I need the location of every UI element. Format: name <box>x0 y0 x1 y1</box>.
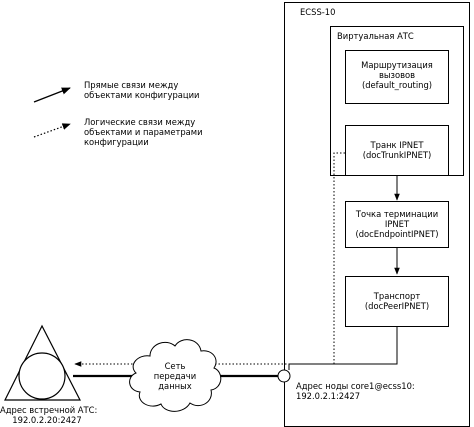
remote-address-line1: Адрес встречной АТС: <box>0 405 98 415</box>
ecss-title: ECSS-10 <box>300 7 336 17</box>
legend-direct-line1: Прямые связи между <box>84 80 179 90</box>
remote-address-line2: 192.0.2.20:2427 <box>12 415 82 425</box>
logical-link-trunk-to-remote <box>74 152 345 367</box>
transport-line1: Транспорт <box>373 291 421 301</box>
legend-logical-line3: конфигурации <box>84 137 149 147</box>
trunk-line2: (docTrunkIPNET) <box>362 150 432 160</box>
legend-logical-label: Логические связи между объектами и парам… <box>84 117 203 147</box>
network-line3: данных <box>158 381 192 391</box>
trunk-line1: Транк IPNET <box>370 140 424 150</box>
network-line2: передачи <box>153 371 197 381</box>
legend-direct-arrow <box>33 87 71 103</box>
network-line1: Сеть <box>164 361 186 371</box>
network-label: Сеть передачи данных <box>143 361 207 391</box>
node-address-label: Адрес ноды core1@ecss10: 192.0.2.1:2427 <box>296 381 415 401</box>
legend-direct-label: Прямые связи между объектами конфигураци… <box>84 80 200 100</box>
endpoint-line2: IPNET <box>384 219 410 229</box>
transport-to-node-line <box>288 326 398 370</box>
remote-address-label: Адрес встречной АТС: 192.0.2.20:2427 <box>0 405 98 425</box>
vats-title: Виртуальная АТС <box>337 31 414 41</box>
trunk-box: Транк IPNET (docTrunkIPNET) <box>345 125 449 176</box>
endpoint-box: Точка терминации IPNET (docEndpointIPNET… <box>345 201 449 248</box>
remote-pbx-circle <box>18 352 66 400</box>
legend-direct-line2: объектами конфигурации <box>84 90 200 100</box>
transport-box: Транспорт (docPeerIPNET) <box>345 276 449 327</box>
endpoint-line3: (docEndpointIPNET) <box>355 229 439 239</box>
network-cloud <box>129 339 222 412</box>
node-address-line2: 192.0.2.1:2427 <box>296 391 361 401</box>
endpoint-line1: Точка терминации <box>355 209 439 219</box>
routing-line2: вызовов <box>378 70 416 80</box>
routing-box: Маршрутизация вызовов (default_routing) <box>345 50 449 104</box>
legend-logical-line2: объектами и параметрами <box>84 127 203 137</box>
legend-logical-line1: Логические связи между <box>84 117 196 127</box>
routing-line3: (default_routing) <box>361 80 433 90</box>
node-address-circle <box>277 369 291 383</box>
routing-line1: Маршрутизация <box>361 60 433 70</box>
node-address-line1: Адрес ноды core1@ecss10: <box>296 381 415 391</box>
legend-logical-arrow <box>33 123 71 138</box>
transport-line2: (docPeerIPNET) <box>364 301 430 311</box>
